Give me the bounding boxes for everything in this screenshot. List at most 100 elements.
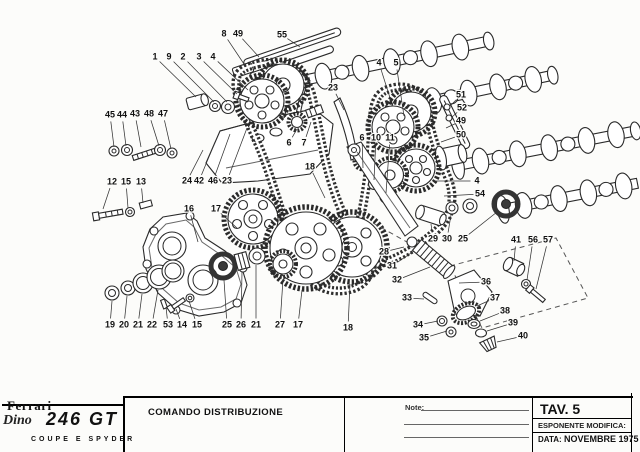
leader-line [175,308,181,320]
part-number-label: 37 [490,292,500,302]
leader-line [242,38,260,58]
part-number-label: 23 [328,82,338,92]
part-number-label: 17 [293,319,303,329]
leader-line [312,172,326,199]
part-number-label: 22 [147,319,157,329]
part-number-label: 10 [371,132,381,142]
titleblock-right-rule [631,393,632,452]
leader-line [188,300,196,319]
pin-33 [422,291,438,305]
part-number-label: 46 [208,175,218,185]
leader-line [201,141,216,176]
leader-line [430,330,448,337]
part-number-label: 2 [180,51,185,61]
leader-line [291,128,298,138]
part-number-label: 7 [301,137,306,147]
part-number-label: 24 [182,175,192,185]
leader-line [443,193,474,197]
nut-52 [445,114,453,122]
leader-line [486,324,507,332]
shaft-29 [415,204,447,227]
leader-line [445,123,456,129]
part-number-label: 8 [221,28,226,38]
titleblock-top-rule [123,396,633,398]
part-number-label: 28 [379,246,389,256]
spacer-2 [220,99,236,115]
leader-line [173,61,215,103]
leader-line [138,293,143,319]
part-number-label: 54 [475,188,485,198]
part-number-label: 40 [518,330,528,340]
leader-line [373,144,377,181]
leader-line [526,246,533,281]
bolt-3 [232,90,250,103]
nut-19 [104,285,120,301]
leader-line [189,149,204,176]
washer-30 [445,201,459,215]
leader-line [135,120,142,148]
leader-line [214,133,231,176]
titleblock-h-rule [533,432,631,433]
leader-line [223,279,227,319]
leader-line [513,246,516,262]
part-number-label: 34 [413,319,423,329]
ring-38 [467,318,481,330]
part-number-label: 3 [196,51,201,61]
seal-ring [161,259,185,283]
leader-line [440,136,455,143]
part-number-label: 5 [393,57,398,67]
part-number-label: 44 [117,109,127,119]
splined-shaft-7 [304,104,325,119]
part-number-label: 26 [236,319,246,329]
leader-line [447,214,452,233]
part-number-label: 36 [481,276,491,286]
leader-line [152,289,159,319]
part-number-label: 25 [222,319,232,329]
nut-35 [445,326,457,338]
gear-27 [268,249,298,279]
part-number-label: 9 [166,51,171,61]
variant-label: COUPE E SPYDER [31,436,136,443]
part-number-label: 17 [211,203,221,213]
part-number-label: 31 [387,260,397,270]
leader-line [165,306,168,319]
part-number-label: 4 [210,51,215,61]
nut-47 [166,147,178,159]
modifica-label: ESPONENTE MODIFICA: [538,421,626,430]
part-number-label: 33 [402,292,412,302]
spring-32 [411,238,456,279]
leader-line [385,144,390,194]
part-number-label: 15 [192,319,202,329]
plate-number: TAV. 5 [540,401,581,417]
logo-box-top-rule [2,404,124,406]
note-line [404,424,529,425]
leader-line [335,93,345,111]
part-number-label: 57 [543,234,553,244]
drawing-title: COMANDO DISTRIBUZIONE [148,407,284,418]
titleblock-divider [532,396,533,452]
part-number-label: 27 [275,319,285,329]
titleblock-divider [123,396,125,452]
washer-48 [153,143,167,157]
leader-line [298,289,303,319]
nut-45 [108,145,120,157]
bevel-40 [478,335,497,353]
tensioner-assembly [346,141,589,353]
leader-line [124,295,128,319]
leader-line [396,69,405,117]
titleblock-h-rule [533,418,631,419]
splined-bush-26 [233,251,251,271]
leader-line [390,246,405,251]
part-number-label: 47 [158,108,168,118]
leader-line [203,61,238,95]
leader-line [217,61,249,91]
cam-sprocket-lower [390,142,468,194]
ball-bearing-25 [208,251,238,281]
leader-line [240,271,243,319]
ring-21b [248,247,266,265]
part-number-label: 53 [163,319,173,329]
leader-line [535,246,547,290]
leader-line [110,121,115,148]
bush-41 [502,256,526,277]
front-cover-16 [142,211,248,317]
